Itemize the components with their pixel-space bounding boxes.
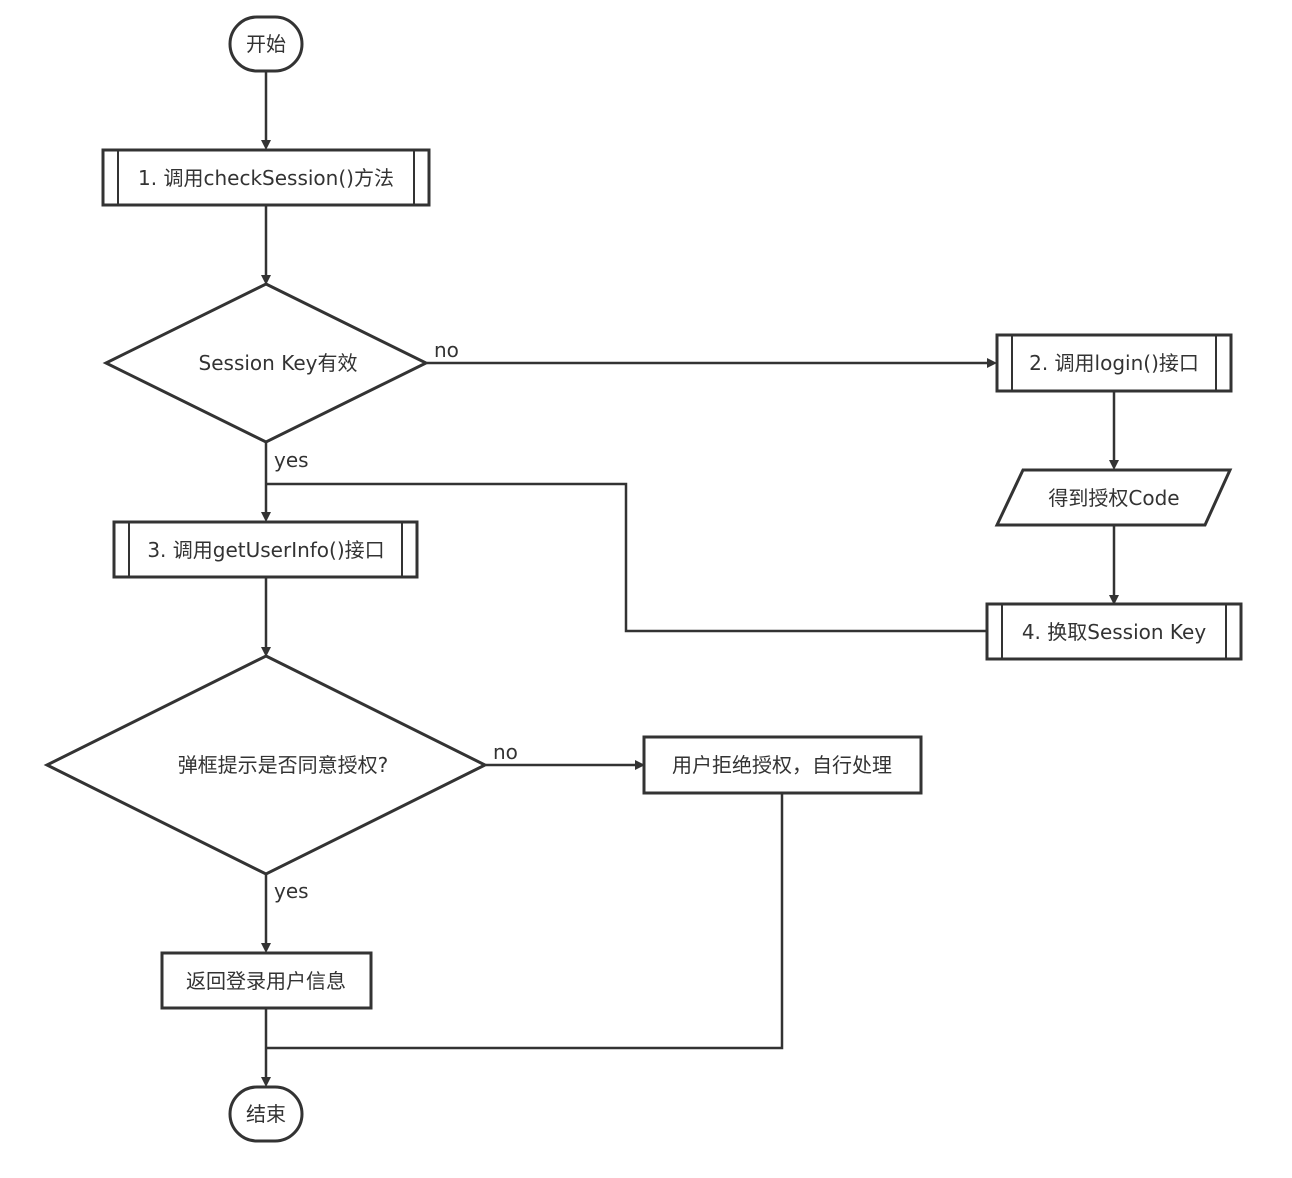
get-code-label: 得到授权Code (1048, 486, 1179, 510)
edge-step4-to-step3 (266, 482, 987, 633)
arrow-head (1109, 595, 1119, 605)
end-label: 结束 (246, 1102, 286, 1126)
step1-process: 1. 调用checkSession()方法 (101, 148, 431, 207)
end-terminator: 结束 (228, 1085, 304, 1143)
return-info-process: 返回登录用户信息 (160, 951, 373, 1010)
arrow-head (635, 760, 645, 770)
step4-label: 4. 换取Session Key (1022, 620, 1207, 644)
arrow-head (1109, 460, 1119, 470)
step3-label: 3. 调用getUserInfo()接口 (147, 538, 384, 562)
decision2-label: 弹框提示是否同意授权? (178, 753, 389, 777)
edge-reject-to-end (266, 794, 784, 1050)
get-code-io: 得到授权Code (994, 468, 1233, 527)
arrow-head (987, 358, 997, 368)
reject-process: 用户拒绝授权，自行处理 (642, 735, 923, 795)
step2-process: 2. 调用login()接口 (995, 333, 1233, 393)
edge-label-d2-yes: yes (274, 879, 309, 903)
start-label: 开始 (246, 32, 286, 56)
edge-label-d1-no: no (434, 338, 459, 362)
step1-label: 1. 调用checkSession()方法 (138, 166, 394, 190)
return-info-label: 返回登录用户信息 (186, 969, 346, 993)
start-terminator: 开始 (228, 15, 304, 73)
arrow-head (261, 512, 271, 522)
step2-label: 2. 调用login()接口 (1029, 351, 1199, 375)
reject-label: 用户拒绝授权，自行处理 (672, 753, 892, 777)
step3-process: 3. 调用getUserInfo()接口 (112, 520, 419, 579)
edge-label-d2-no: no (493, 740, 518, 764)
arrow-head (261, 1077, 271, 1087)
decision1-label: Session Key有效 (199, 351, 358, 375)
edge-label-d1-yes: yes (274, 448, 309, 472)
step4-process: 4. 换取Session Key (985, 602, 1243, 661)
decision2-diamond: 弹框提示是否同意授权? (43, 654, 489, 876)
decision1-diamond: Session Key有效 (102, 282, 430, 444)
arrow-head (261, 140, 271, 150)
arrow-head (261, 943, 271, 953)
arrow-head (261, 647, 271, 657)
arrow-head (261, 275, 271, 285)
